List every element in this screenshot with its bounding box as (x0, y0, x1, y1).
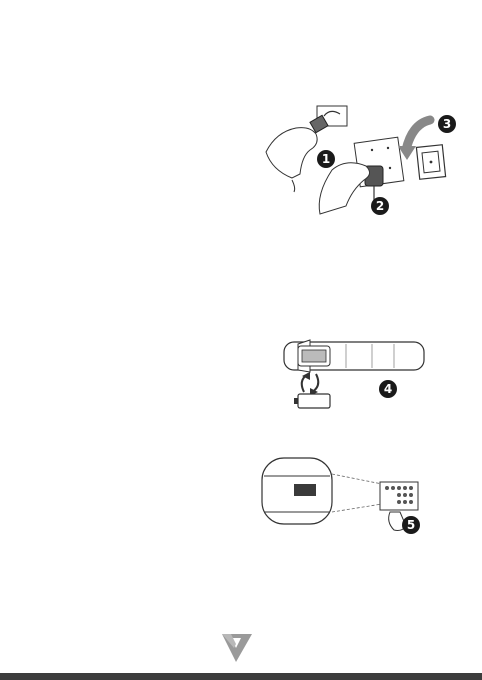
step-number-badge: 3 (438, 115, 456, 133)
battery-insertion-illustration (276, 336, 436, 412)
step-number-badge: 5 (402, 516, 420, 534)
power-connection-illustration (262, 100, 462, 220)
v7-logo-icon (220, 632, 254, 664)
step-number-badge: 2 (371, 197, 389, 215)
footer-bar (0, 673, 482, 680)
step-number-badge: 1 (317, 150, 335, 168)
step-number-badge: 4 (379, 380, 397, 398)
